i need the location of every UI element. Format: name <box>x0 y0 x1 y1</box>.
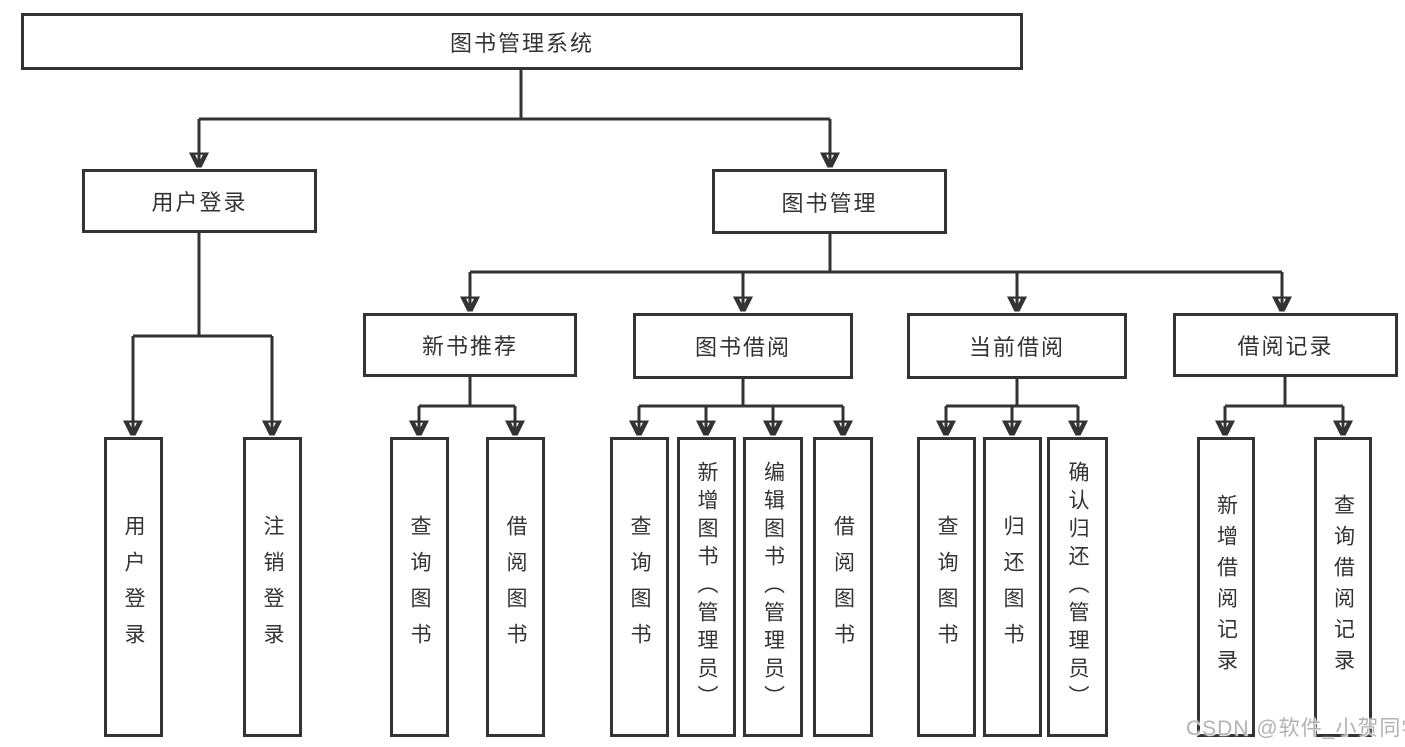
leaf-logout: 注销登录 <box>243 437 302 737</box>
node-book-management-branch: 图书管理 <box>712 169 947 234</box>
node-library-management-system: 图书管理系统 <box>21 13 1023 70</box>
node-book-borrowing: 图书借阅 <box>633 313 853 379</box>
leaf-add-book-admin: 新增图书（管理员） <box>677 437 736 737</box>
leaf-edit-book-admin: 编辑图书（管理员） <box>743 437 803 737</box>
node-borrowing-records: 借阅记录 <box>1173 313 1398 377</box>
csdn-watermark: CSDN @软件_小贺同学 <box>1186 717 1405 740</box>
leaf-query-borrow-record: 查询借阅记录 <box>1314 437 1372 737</box>
node-new-book-recommendation: 新书推荐 <box>363 313 577 377</box>
leaf-confirm-return-admin: 确认归还（管理员） <box>1047 437 1108 737</box>
leaf-return-book: 归还图书 <box>983 437 1042 737</box>
leaf-query-books-current: 查询图书 <box>917 437 976 737</box>
leaf-query-books-borrowing: 查询图书 <box>610 437 669 737</box>
leaf-borrow-books: 借阅图书 <box>813 437 873 737</box>
leaf-query-books-recommend: 查询图书 <box>390 437 449 737</box>
leaf-add-borrow-record: 新增借阅记录 <box>1197 437 1255 737</box>
node-current-borrowing: 当前借阅 <box>907 313 1127 379</box>
node-user-login-branch: 用户登录 <box>82 169 317 233</box>
leaf-borrow-books-recommend: 借阅图书 <box>486 437 545 737</box>
leaf-user-login: 用户登录 <box>104 437 163 737</box>
